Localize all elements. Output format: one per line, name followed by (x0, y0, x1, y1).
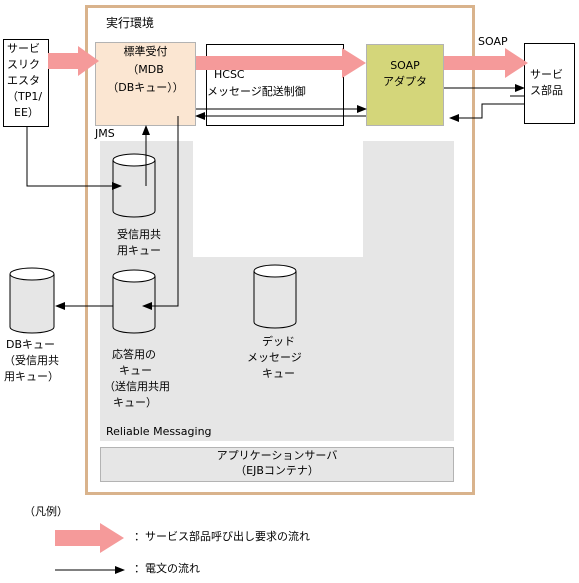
dead-message-queue-cylinder (253, 264, 297, 329)
call-arrow-receiver-to-soap (196, 48, 366, 78)
soap-adapter-box (366, 44, 444, 126)
application-server-box (100, 447, 454, 482)
reliable-messaging-cutout (193, 141, 363, 257)
soap-adapter-line-1: SOAP (390, 59, 420, 72)
legend-call-flow-label: ：サービス部品呼び出し要求の流れ (134, 530, 310, 543)
legend-title: （凡例） (24, 505, 68, 518)
dead-queue-line-2: メッセージ (247, 351, 302, 364)
soap-adapter-line-2: アダプタ (383, 75, 427, 88)
application-server-line-1: アプリケーションサーバ (216, 449, 338, 462)
standard-receiver-line-1: 標準受付 (123, 45, 168, 58)
response-queue-line-2: キュー (119, 364, 152, 377)
receive-queue-line-2: 用キュー (117, 244, 161, 257)
call-arrow-requester-to-receiver (48, 46, 99, 76)
hcsc-line-2: メッセージ配送制御 (207, 85, 306, 98)
service-component-line-1: サービ (530, 68, 563, 81)
dead-queue-line-1: デッド (262, 335, 295, 348)
service-requester-line-3: エスタ (7, 74, 40, 87)
soap-protocol-label: SOAP (478, 35, 508, 48)
message-arrow-receiver-to-response-queue (142, 116, 179, 310)
service-requester-line-5: EE） (14, 106, 39, 119)
message-arrow-component-to-soap (449, 103, 524, 122)
receive-queue-cylinder (112, 153, 156, 218)
call-arrow-soap-to-component (444, 48, 528, 78)
legend-call-arrow (55, 523, 124, 553)
dead-queue-line-3: キュー (262, 367, 295, 380)
receive-queue-line-1: 受信用共 (117, 228, 161, 241)
response-queue-cylinder (112, 269, 156, 334)
response-queue-line-3: （送信用共用 (104, 380, 170, 393)
application-server-line-2: （EJBコンテナ） (235, 464, 319, 477)
reliable-messaging-label: Reliable Messaging (106, 425, 212, 438)
db-queue-line-3: 用キュー） (4, 370, 59, 383)
service-requester-box (3, 39, 49, 127)
service-component-box (524, 43, 575, 124)
standard-receiver-line-3: （DBキュー）） (107, 81, 184, 94)
response-queue-line-4: キュー） (113, 396, 157, 409)
db-queue-line-1: DBキュー (6, 338, 56, 351)
service-requester-line-1: サービ (7, 42, 40, 55)
jms-label: JMS (95, 127, 115, 140)
service-requester-line-4: （TP1/ (7, 90, 43, 103)
execution-environment-title: 実行環境 (106, 16, 155, 30)
db-queue-cylinder (9, 267, 55, 334)
service-requester-line-2: スリク (7, 58, 40, 71)
service-component-line-2: ス部品 (530, 84, 563, 97)
message-arrow-requester-to-receive-queue (26, 126, 122, 190)
hcsc-line-1: HCSC (214, 68, 245, 81)
standard-receiver-line-2: （MDB (127, 63, 164, 76)
legend-message-flow-label: ：電文の流れ (134, 562, 200, 575)
db-queue-line-2: （受信用共 (4, 354, 59, 367)
response-queue-line-1: 応答用の (112, 348, 156, 361)
